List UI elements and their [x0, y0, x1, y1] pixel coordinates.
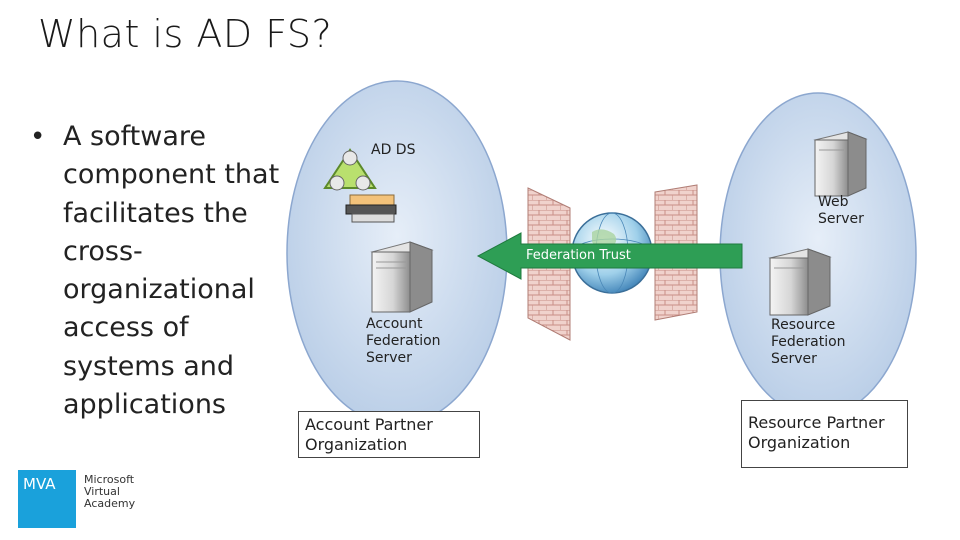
resource-server-icon	[768, 248, 832, 316]
web-server-icon	[813, 131, 868, 197]
resource-server-label: Resource Federation Server	[771, 317, 846, 367]
account-server-label: Account Federation Server	[366, 316, 441, 366]
microsoft-virtual-academy-text: Microsoft Virtual Academy	[84, 473, 136, 510]
bullet-dot: •	[30, 122, 46, 152]
federation-trust-arrow	[476, 232, 743, 280]
mva-logo: MVA	[18, 470, 76, 528]
mva-logo-text: MVA	[23, 475, 56, 493]
account-server-icon	[370, 241, 434, 313]
bullet-text: A software component that facilitates th…	[63, 121, 280, 421]
slide-title: What is AD FS?	[38, 12, 333, 56]
ad-ds-icon	[323, 148, 397, 223]
ad-ds-label: AD DS	[371, 142, 416, 158]
resource-org-label: Resource Partner Organization	[741, 400, 908, 468]
account-org-label: Account Partner Organization	[298, 411, 480, 458]
federation-trust-label: Federation Trust	[526, 248, 631, 263]
web-server-label: Web Server	[818, 194, 864, 227]
